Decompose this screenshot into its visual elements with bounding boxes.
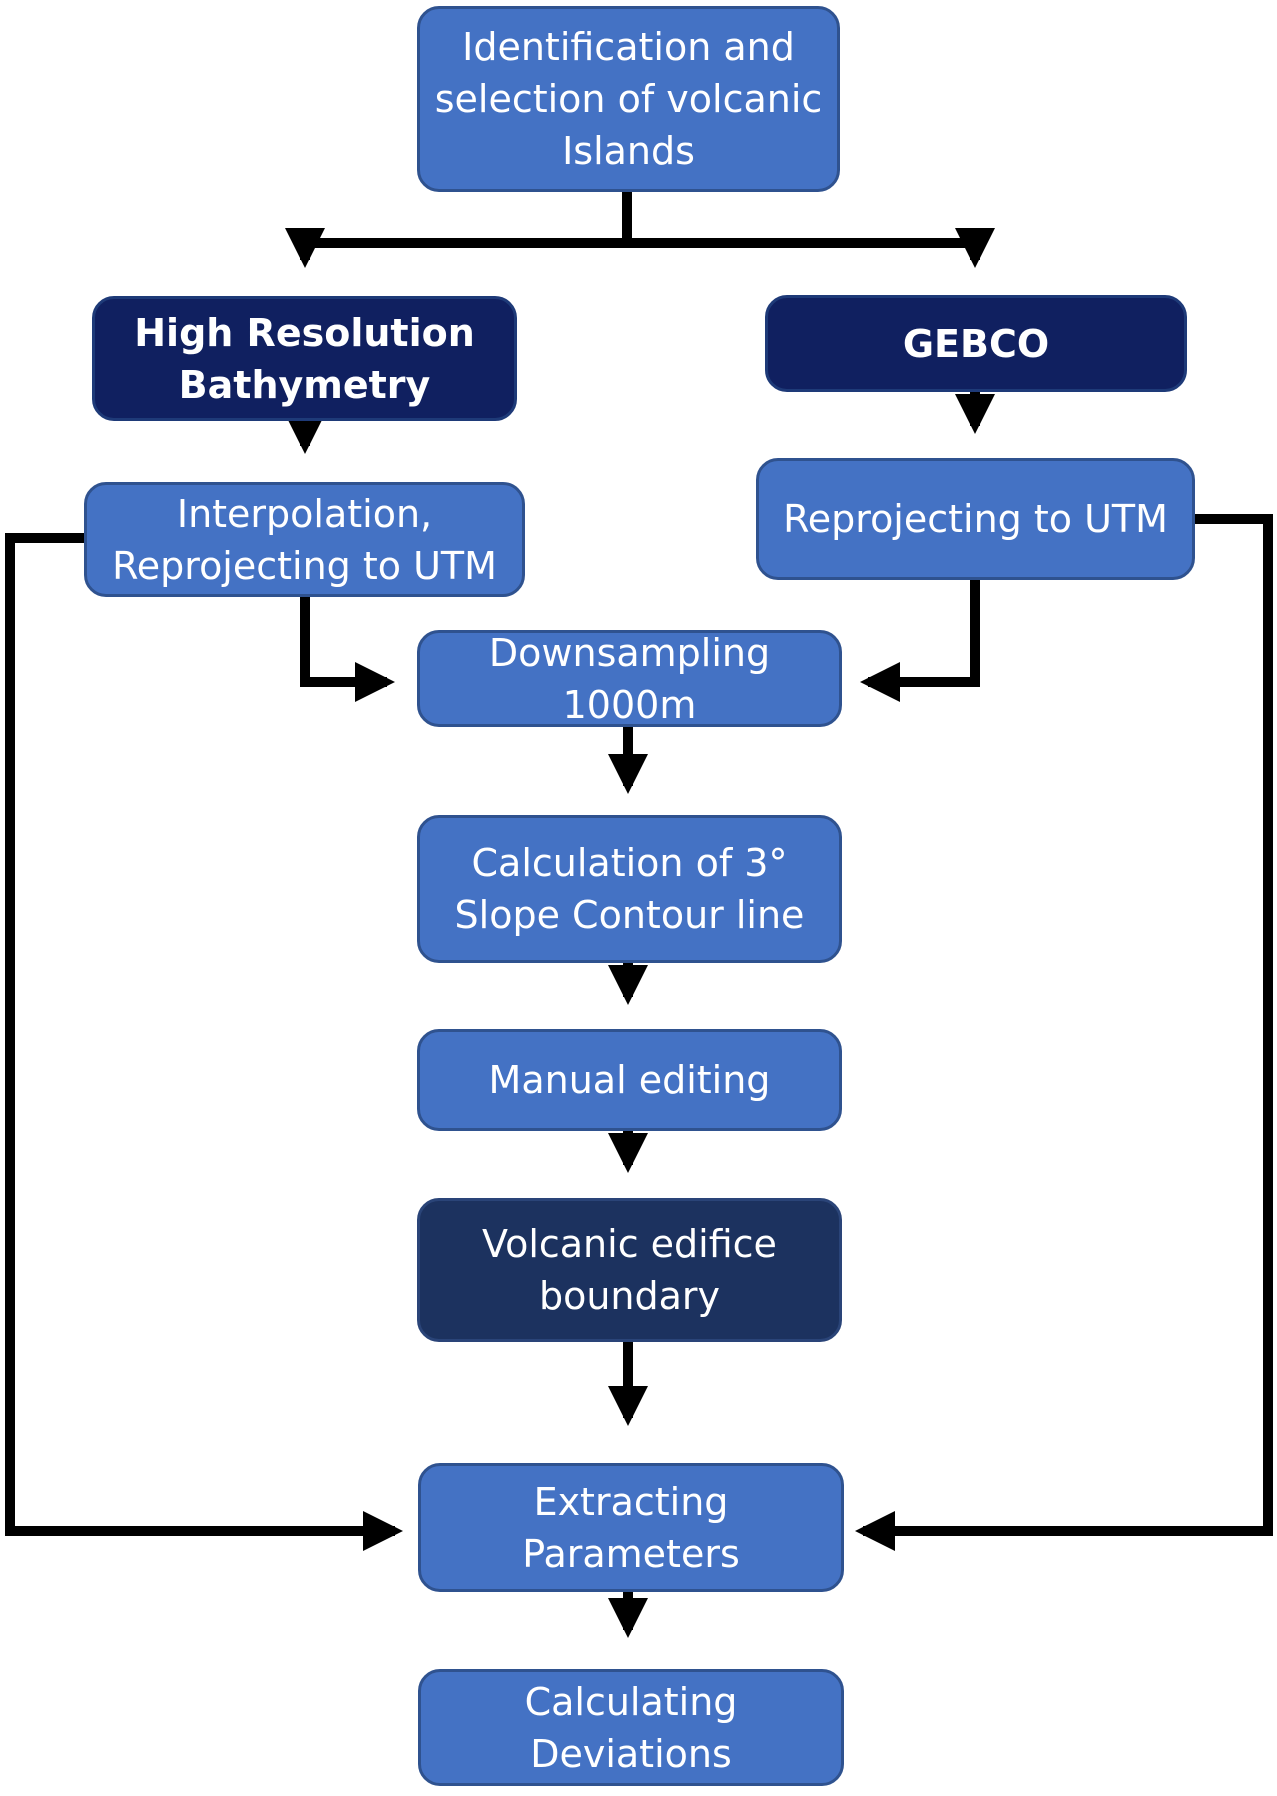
node-manual-editing-label: Manual editing [488, 1058, 771, 1102]
node-gebco: GEBCO [765, 295, 1187, 392]
node-interpolation: Interpolation, Reprojecting to UTM [84, 482, 525, 597]
node-manual-editing: Manual editing [417, 1029, 842, 1131]
edge-identification-to-gebco [627, 227, 995, 268]
edge-identification-to-high-res [285, 192, 632, 268]
node-calculating-deviations: Calculating Deviations [418, 1669, 844, 1786]
node-extracting-parameters: Extracting Parameters [418, 1463, 844, 1592]
node-reprojecting: Reprojecting to UTM [756, 458, 1195, 580]
node-identification: Identification and selection of volcanic… [417, 6, 840, 192]
node-high-resolution-bathymetry: High Resolution Bathymetry [92, 296, 517, 421]
node-downsampling-label: Downsampling 1000m [488, 630, 771, 727]
edge-reprojecting-to-extracting [855, 514, 1273, 1551]
node-reprojecting-label: Reprojecting to UTM [783, 497, 1168, 541]
node-slope-contour-label: Calculation of 3° Slope Contour line [454, 841, 805, 937]
edge-reprojecting-to-downsampling [860, 580, 980, 702]
edge-interpolation-to-extracting [5, 533, 403, 1551]
node-interpolation-label: Interpolation, Reprojecting to UTM [112, 491, 497, 588]
node-volcanic-edifice-boundary-label: Volcanic edifice boundary [482, 1222, 777, 1318]
node-volcanic-edifice-boundary: Volcanic edifice boundary [417, 1198, 842, 1342]
node-extracting-parameters-label: Extracting Parameters [522, 1479, 740, 1576]
node-gebco-label: GEBCO [902, 321, 1050, 366]
node-calculating-deviations-label: Calculating Deviations [524, 1679, 738, 1776]
node-high-resolution-bathymetry-label: High Resolution Bathymetry [134, 310, 475, 407]
edge-interpolation-to-downsampling [300, 597, 395, 702]
node-slope-contour: Calculation of 3° Slope Contour line [417, 815, 842, 963]
node-identification-label: Identification and selection of volcanic… [434, 25, 823, 173]
node-downsampling: Downsampling 1000m [417, 630, 842, 727]
